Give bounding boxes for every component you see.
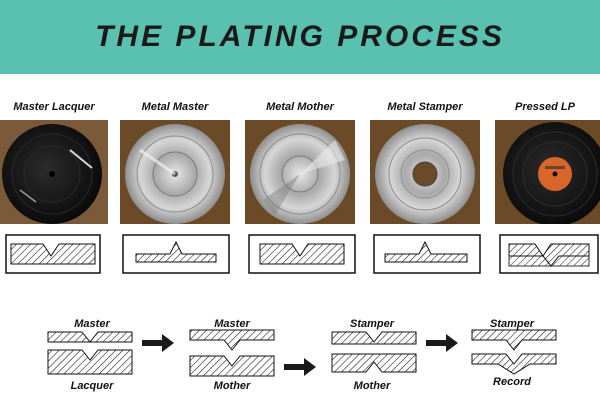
step-3-bottom-label: Mother bbox=[353, 380, 391, 392]
metal-stamper-photo bbox=[370, 120, 480, 224]
arrow-icon bbox=[426, 334, 458, 352]
metal-mother-cross-section bbox=[248, 234, 356, 274]
metal-master-cross-section bbox=[122, 234, 230, 274]
step-1-diagram bbox=[47, 331, 133, 375]
metal-master-photo bbox=[120, 120, 230, 224]
silver-stamper-disc-icon bbox=[375, 124, 475, 224]
arrow-icon bbox=[284, 358, 316, 376]
step-4-diagram bbox=[471, 329, 557, 375]
step-4-top-label: Stamper bbox=[489, 318, 535, 330]
stage-label-metal-stamper: Metal Stamper bbox=[387, 101, 463, 113]
pressed-lp-cross-section bbox=[499, 234, 599, 274]
metal-stamper-cross-section bbox=[373, 234, 481, 274]
master-lacquer-cross-section bbox=[5, 234, 101, 274]
black-lacquer-disc-icon bbox=[2, 124, 102, 224]
title-banner: THE PLATING PROCESS bbox=[0, 0, 600, 74]
silver-metal-disc-icon bbox=[250, 124, 350, 224]
stage-label-pressed-lp: Pressed LP bbox=[515, 101, 575, 113]
step-3-top-label: Stamper bbox=[349, 318, 395, 330]
stage-label-metal-master: Metal Master bbox=[141, 101, 209, 113]
pressed-lp-photo bbox=[495, 120, 600, 224]
black-vinyl-record-icon bbox=[503, 122, 600, 224]
page-title: THE PLATING PROCESS bbox=[95, 20, 505, 53]
stage-label-metal-mother: Metal Mother bbox=[266, 101, 334, 113]
step-4-bottom-label: Record bbox=[493, 376, 531, 388]
step-3-diagram bbox=[331, 331, 417, 373]
step-2-bottom-label: Mother bbox=[213, 380, 251, 392]
arrow-icon bbox=[142, 334, 174, 352]
master-lacquer-photo bbox=[0, 120, 108, 224]
step-2-top-label: Master bbox=[214, 318, 250, 330]
step-1-bottom-label: Lacquer bbox=[70, 380, 114, 392]
stage-label-master-lacquer: Master Lacquer bbox=[13, 101, 95, 113]
metal-mother-photo bbox=[245, 120, 355, 224]
step-1-top-label: Master bbox=[74, 318, 110, 330]
silver-metal-disc-icon bbox=[125, 124, 225, 224]
step-2-diagram bbox=[189, 329, 275, 377]
process-diagram bbox=[0, 310, 600, 400]
